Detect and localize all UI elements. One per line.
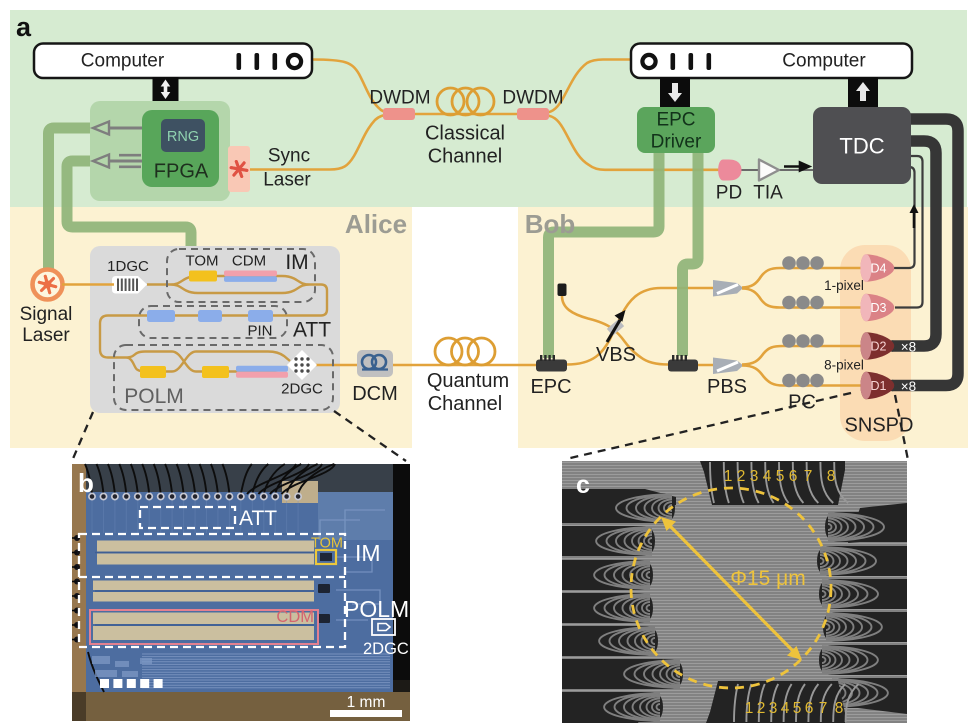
svg-text:PBS: PBS	[707, 376, 747, 398]
svg-text:D4: D4	[871, 262, 887, 276]
svg-text:8-pixel: 8-pixel	[824, 358, 864, 373]
svg-text:IM: IM	[285, 251, 308, 274]
svg-text:5: 5	[776, 468, 785, 485]
svg-text:2: 2	[757, 700, 766, 717]
svg-text:D3: D3	[871, 301, 887, 315]
svg-text:a: a	[16, 12, 32, 42]
svg-text:Computer: Computer	[782, 51, 866, 72]
svg-text:EPC: EPC	[530, 376, 571, 398]
svg-text:3: 3	[750, 468, 759, 485]
svg-text:5: 5	[793, 700, 802, 717]
svg-text:ATT: ATT	[239, 507, 277, 530]
svg-text:2: 2	[737, 468, 746, 485]
svg-text:POLM: POLM	[344, 596, 409, 622]
svg-text:3: 3	[769, 700, 778, 717]
svg-text:Channel: Channel	[428, 146, 503, 168]
svg-text:POLM: POLM	[124, 385, 184, 408]
svg-text:6: 6	[805, 700, 814, 717]
svg-text:DWDM: DWDM	[369, 88, 430, 109]
svg-text:×8: ×8	[901, 379, 916, 394]
svg-text:4: 4	[763, 468, 772, 485]
svg-text:1: 1	[724, 468, 733, 485]
svg-text:Computer: Computer	[81, 51, 165, 72]
svg-text:VBS: VBS	[596, 344, 636, 366]
svg-text:Driver: Driver	[651, 132, 702, 153]
svg-text:CDM: CDM	[232, 253, 266, 270]
svg-text:TOM: TOM	[185, 253, 218, 270]
svg-text:D1: D1	[871, 379, 887, 393]
svg-text:Classical: Classical	[425, 123, 505, 145]
svg-text:1 mm: 1 mm	[347, 694, 386, 711]
svg-text:1DGC: 1DGC	[107, 258, 149, 275]
svg-text:PC: PC	[788, 392, 816, 414]
svg-text:SNSPD: SNSPD	[845, 415, 914, 437]
svg-text:Signal: Signal	[20, 304, 73, 325]
svg-text:DWDM: DWDM	[502, 88, 563, 109]
svg-text:Quantum: Quantum	[427, 370, 509, 392]
svg-text:ATT: ATT	[293, 319, 331, 342]
svg-text:b: b	[78, 468, 94, 498]
svg-text:×8: ×8	[901, 340, 916, 355]
svg-text:TOM: TOM	[311, 536, 343, 552]
svg-text:Laser: Laser	[22, 325, 70, 346]
svg-text:1-pixel: 1-pixel	[824, 278, 864, 293]
svg-text:c: c	[576, 471, 590, 499]
svg-text:FPGA: FPGA	[154, 161, 209, 183]
svg-text:IM: IM	[355, 540, 381, 566]
svg-text:1: 1	[745, 700, 754, 717]
svg-text:Laser: Laser	[263, 170, 311, 191]
svg-text:Φ15 μm: Φ15 μm	[730, 567, 806, 590]
svg-text:Sync: Sync	[268, 146, 310, 167]
svg-text:D2: D2	[871, 340, 887, 354]
svg-text:2DGC: 2DGC	[363, 640, 409, 658]
svg-text:2DGC: 2DGC	[281, 381, 323, 398]
svg-text:8: 8	[827, 468, 836, 485]
svg-text:DCM: DCM	[352, 383, 398, 405]
svg-text:TIA: TIA	[753, 183, 783, 204]
svg-text:Channel: Channel	[428, 393, 503, 415]
svg-text:PD: PD	[716, 183, 742, 204]
svg-text:Bob: Bob	[525, 209, 576, 239]
svg-text:6: 6	[789, 468, 798, 485]
svg-text:TDC: TDC	[839, 134, 884, 159]
svg-text:RNG: RNG	[167, 129, 199, 145]
svg-text:Alice: Alice	[345, 209, 407, 239]
svg-text:CDM: CDM	[276, 608, 314, 626]
svg-text:8: 8	[835, 700, 844, 717]
svg-text:EPC: EPC	[656, 110, 695, 131]
svg-text:PIN: PIN	[247, 323, 272, 340]
svg-text:7: 7	[819, 700, 828, 717]
svg-text:4: 4	[781, 700, 790, 717]
svg-text:7: 7	[804, 468, 813, 485]
